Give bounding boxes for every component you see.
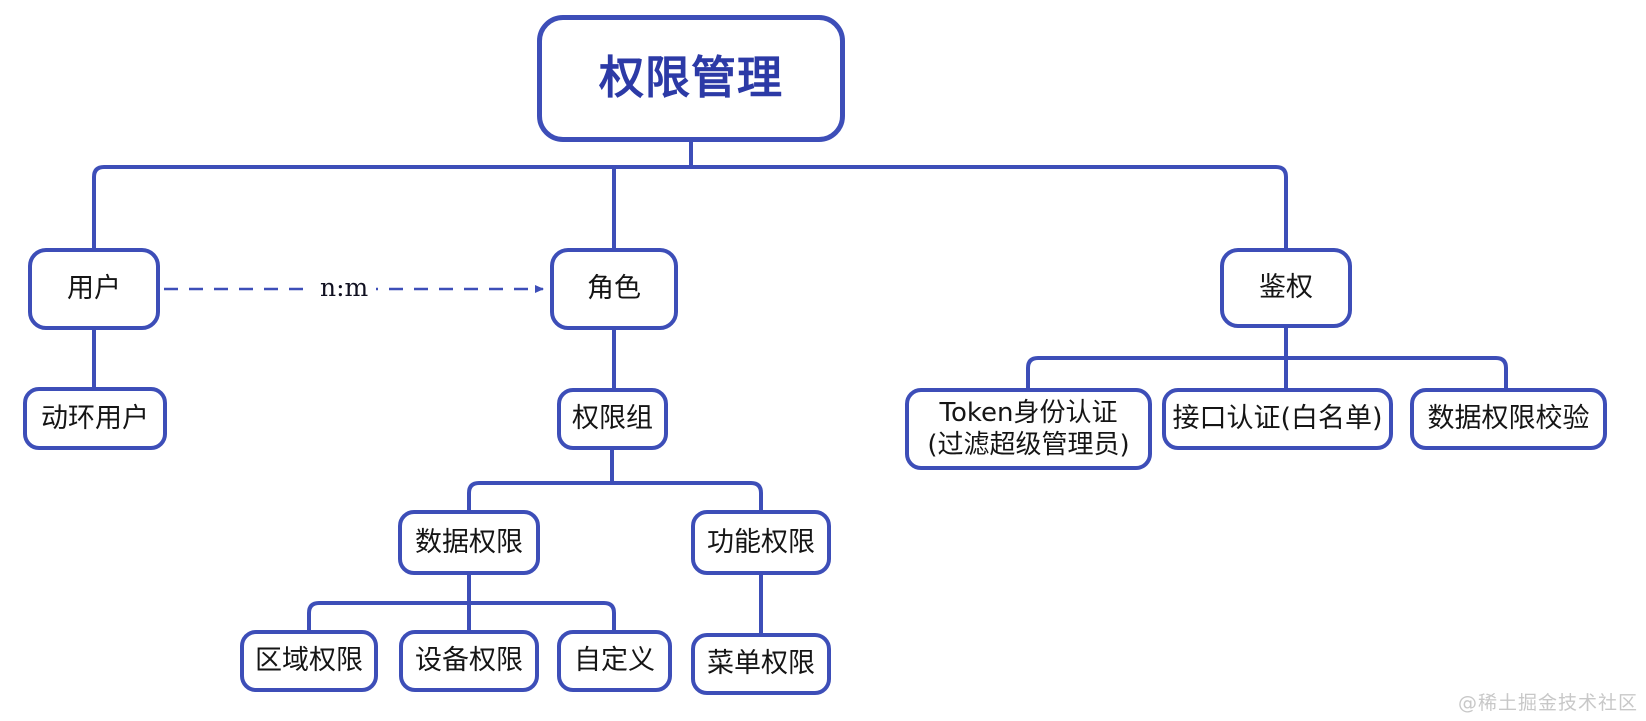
node-label: 数据权限 bbox=[415, 526, 523, 558]
node-label: 角色 bbox=[587, 273, 641, 305]
node-area-permission: 区域权限 bbox=[240, 630, 378, 692]
node-function-permission: 功能权限 bbox=[691, 510, 831, 575]
node-label: 数据权限校验 bbox=[1427, 403, 1590, 435]
node-label: 动环用户 bbox=[41, 402, 149, 434]
node-device-permission: 设备权限 bbox=[399, 630, 539, 692]
node-donghuan-user: 动环用户 bbox=[23, 387, 167, 450]
node-label: 设备权限 bbox=[415, 645, 523, 677]
node-custom: 自定义 bbox=[557, 630, 672, 692]
node-permission-group: 权限组 bbox=[557, 388, 668, 450]
node-label: 接口认证(白名单) bbox=[1172, 403, 1383, 435]
node-data-permission: 数据权限 bbox=[398, 510, 540, 575]
node-role: 角色 bbox=[550, 248, 678, 330]
node-token-identity-auth: Token身份认证 (过滤超级管理员) bbox=[905, 388, 1152, 470]
node-label-line2: (过滤超级管理员) bbox=[927, 430, 1130, 460]
node-user: 用户 bbox=[28, 248, 160, 330]
node-authentication: 鉴权 bbox=[1220, 248, 1352, 328]
node-permission-management: 权限管理 bbox=[537, 15, 845, 142]
node-label-line1: Token身份认证 bbox=[939, 397, 1118, 428]
node-label: 菜单权限 bbox=[707, 648, 815, 680]
edge-level1-bus bbox=[92, 165, 1288, 250]
edge-data-permission-children-bus bbox=[307, 601, 616, 632]
node-label: 自定义 bbox=[574, 645, 655, 677]
node-data-permission-check: 数据权限校验 bbox=[1410, 388, 1607, 450]
node-menu-permission: 菜单权限 bbox=[691, 633, 831, 695]
node-label: 功能权限 bbox=[707, 526, 815, 558]
node-label: 权限管理 bbox=[598, 51, 783, 105]
node-label: 权限组 bbox=[572, 403, 653, 435]
edge-auth-children-bus bbox=[1026, 356, 1508, 390]
node-label: 鉴权 bbox=[1259, 272, 1313, 304]
relation-label-n-m: n:m bbox=[312, 273, 377, 302]
juejin-watermark: @稀土掘金技术社区 bbox=[1457, 692, 1638, 714]
node-label: 区域权限 bbox=[255, 645, 363, 677]
edge-permission-group-children-bus bbox=[467, 481, 763, 512]
node-label: 用户 bbox=[67, 273, 121, 305]
node-api-auth-whitelist: 接口认证(白名单) bbox=[1162, 388, 1393, 450]
